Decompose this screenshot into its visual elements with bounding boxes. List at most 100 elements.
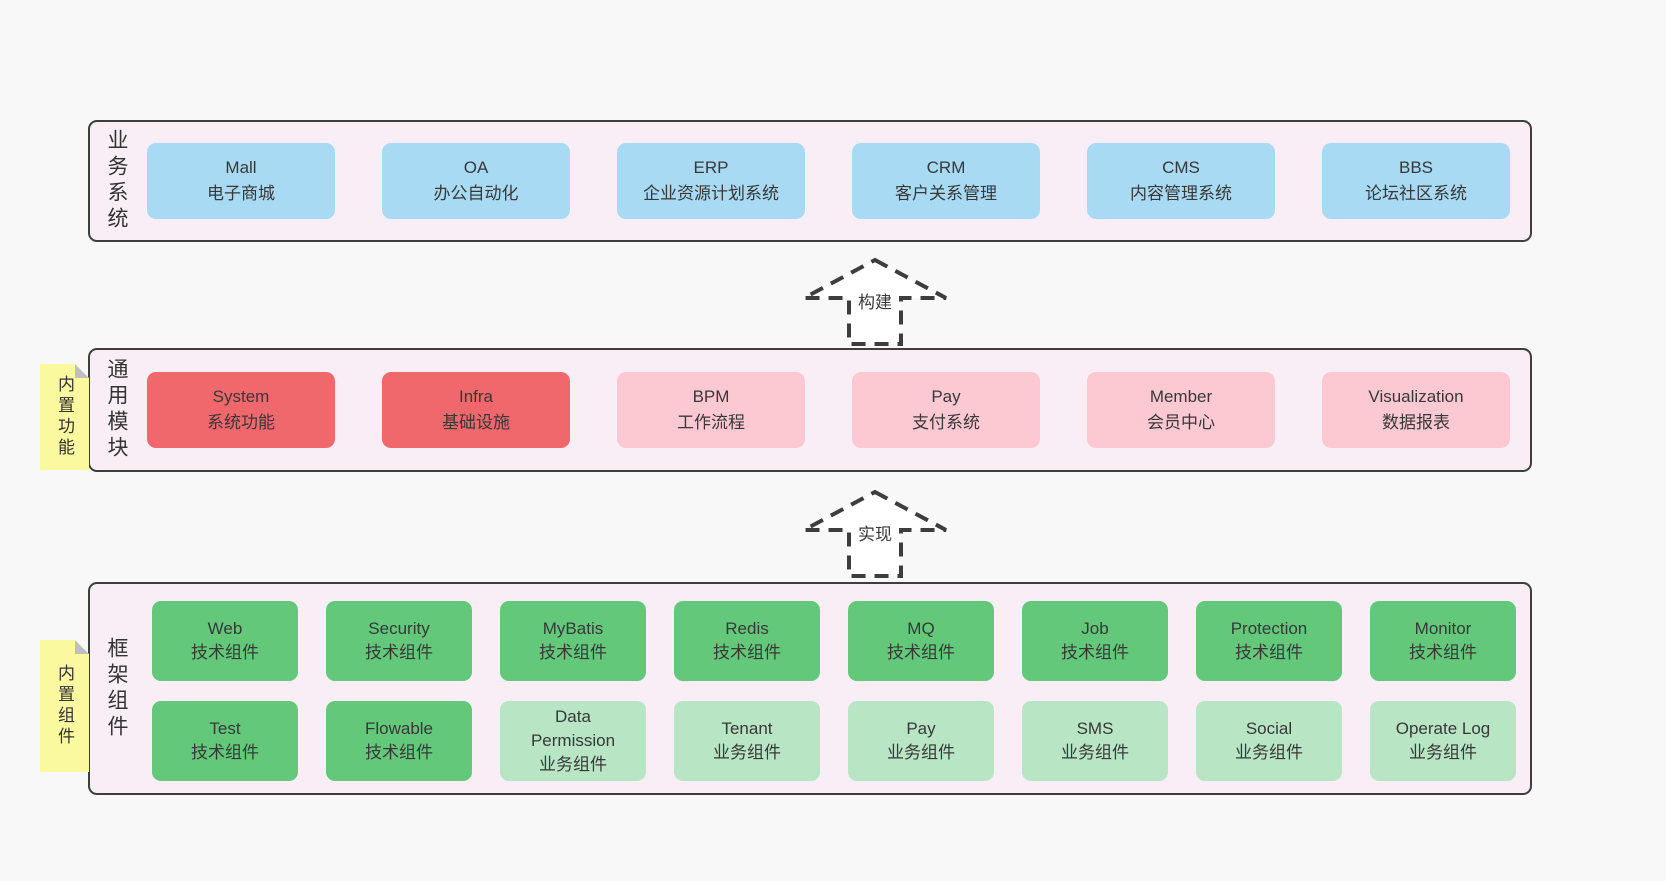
box-subtitle: 电子商城 (207, 184, 275, 203)
module-box-infra: Infra 基础设施 (382, 372, 570, 448)
module-box-tenant: Tenant 业务组件 (674, 701, 820, 781)
box-title: Flowable (364, 719, 434, 738)
module-box-operate-log: Operate Log 业务组件 (1370, 701, 1516, 781)
arrow-label-implement: 实现 (855, 519, 895, 546)
box-subtitle: 技术组件 (713, 643, 781, 662)
framework-row-2: Test 技术组件 Flowable 技术组件 Data Permission … (152, 701, 1516, 781)
module-box-erp: ERP 企业资源计划系统 (617, 143, 805, 219)
box-title: SMS (1076, 719, 1114, 738)
module-box-security: Security 技术组件 (326, 601, 472, 681)
module-box-job: Job 技术组件 (1022, 601, 1168, 681)
module-box-redis: Redis 技术组件 (674, 601, 820, 681)
box-title: CRM (926, 158, 966, 177)
box-title: MQ (907, 619, 935, 638)
framework-row-1: Web 技术组件 Security 技术组件 MyBatis 技术组件 Redi… (152, 601, 1516, 681)
module-box-system: System 系统功能 (147, 372, 335, 448)
note-built-in-components: 内置组件 (40, 640, 89, 772)
box-subtitle: 技术组件 (1235, 643, 1303, 662)
box-title: ERP (693, 158, 729, 177)
box-title: Mall (225, 158, 257, 177)
box-title: Infra (458, 387, 494, 406)
box-subtitle: 会员中心 (1147, 413, 1215, 432)
box-title: Job (1081, 619, 1109, 638)
box-subtitle: 支付系统 (912, 413, 980, 432)
note-built-in-features: 内置功能 (40, 364, 89, 470)
box-subtitle: 论坛社区系统 (1365, 184, 1467, 203)
box-subtitle: 系统功能 (207, 413, 275, 432)
box-title: System (212, 387, 270, 406)
box-subtitle: 业务组件 (1061, 743, 1129, 762)
module-box-social: Social 业务组件 (1196, 701, 1342, 781)
implement-arrow: 实现 (800, 489, 950, 579)
box-title: Pay (931, 387, 961, 406)
panel-title-modules: 通用模块 (105, 358, 128, 462)
note-text: 内置组件 (55, 664, 74, 748)
box-subtitle: 企业资源计划系统 (643, 184, 779, 203)
module-box-data-permission: Data Permission 业务组件 (500, 701, 646, 781)
common-modules-panel: 通用模块 System 系统功能 Infra 基础设施 BPM 工作流程 Pay… (88, 348, 1532, 472)
module-box-oa: OA 办公自动化 (382, 143, 570, 219)
module-box-mall: Mall 电子商城 (147, 143, 335, 219)
panel-title-framework: 框架组件 (105, 636, 128, 741)
module-box-web: Web 技术组件 (152, 601, 298, 681)
box-title: Web (207, 619, 243, 638)
module-box-visualization: Visualization 数据报表 (1322, 372, 1510, 448)
box-subtitle: 技术组件 (365, 743, 433, 762)
box-title: Pay (906, 719, 936, 738)
module-box-bbs: BBS 论坛社区系统 (1322, 143, 1510, 219)
box-title: Monitor (1414, 619, 1472, 638)
box-title: Social (1245, 719, 1293, 738)
box-subtitle: 技术组件 (191, 743, 259, 762)
module-box-mybatis: MyBatis 技术组件 (500, 601, 646, 681)
module-box-flowable: Flowable 技术组件 (326, 701, 472, 781)
module-box-sms: SMS 业务组件 (1022, 701, 1168, 781)
module-box-member: Member 会员中心 (1087, 372, 1275, 448)
box-title: BPM (692, 387, 730, 406)
box-title: Operate Log (1395, 719, 1491, 738)
box-subtitle: 业务组件 (713, 743, 781, 762)
box-title: Protection (1230, 619, 1308, 638)
build-arrow: 构建 (800, 257, 950, 347)
module-box-cms: CMS 内容管理系统 (1087, 143, 1275, 219)
box-title: BBS (1398, 158, 1434, 177)
box-subtitle: 技术组件 (887, 643, 955, 662)
box-subtitle: 业务组件 (1235, 743, 1303, 762)
box-title: Security (368, 619, 430, 638)
box-subtitle: 基础设施 (442, 413, 510, 432)
module-box-bpm: BPM 工作流程 (617, 372, 805, 448)
box-title: CMS (1162, 158, 1200, 177)
module-box-crm: CRM 客户关系管理 (852, 143, 1040, 219)
module-box-monitor: Monitor 技术组件 (1370, 601, 1516, 681)
box-title: Data Permission (530, 707, 616, 750)
box-subtitle: 办公自动化 (433, 184, 519, 203)
box-title: Visualization (1368, 387, 1464, 406)
box-title: Tenant (721, 719, 773, 738)
box-title: Test (209, 719, 241, 738)
business-systems-row: Mall 电子商城 OA 办公自动化 ERP 企业资源计划系统 CRM 客户关系… (147, 143, 1510, 219)
panel-title-business: 业务系统 (105, 129, 128, 233)
module-box-pay-business: Pay 业务组件 (848, 701, 994, 781)
box-subtitle: 技术组件 (539, 643, 607, 662)
box-subtitle: 业务组件 (1409, 743, 1477, 762)
module-box-test: Test 技术组件 (152, 701, 298, 781)
box-title: Member (1149, 387, 1213, 406)
box-subtitle: 工作流程 (677, 413, 745, 432)
arrow-label-build: 构建 (855, 287, 895, 314)
box-title: Redis (725, 619, 769, 638)
box-subtitle: 业务组件 (539, 755, 607, 774)
box-subtitle: 技术组件 (1061, 643, 1129, 662)
box-subtitle: 技术组件 (365, 643, 433, 662)
module-box-protection: Protection 技术组件 (1196, 601, 1342, 681)
module-box-mq: MQ 技术组件 (848, 601, 994, 681)
module-box-pay: Pay 支付系统 (852, 372, 1040, 448)
box-subtitle: 客户关系管理 (895, 184, 997, 203)
note-text: 内置功能 (55, 375, 74, 459)
business-systems-panel: 业务系统 Mall 电子商城 OA 办公自动化 ERP 企业资源计划系统 CRM… (88, 120, 1532, 242)
box-subtitle: 数据报表 (1382, 413, 1450, 432)
box-subtitle: 业务组件 (887, 743, 955, 762)
box-title: OA (463, 158, 489, 177)
box-subtitle: 技术组件 (1409, 643, 1477, 662)
common-modules-row: System 系统功能 Infra 基础设施 BPM 工作流程 Pay 支付系统… (147, 372, 1510, 448)
framework-components-panel: 框架组件 Web 技术组件 Security 技术组件 MyBatis 技术组件… (88, 582, 1532, 795)
box-title: MyBatis (542, 619, 604, 638)
